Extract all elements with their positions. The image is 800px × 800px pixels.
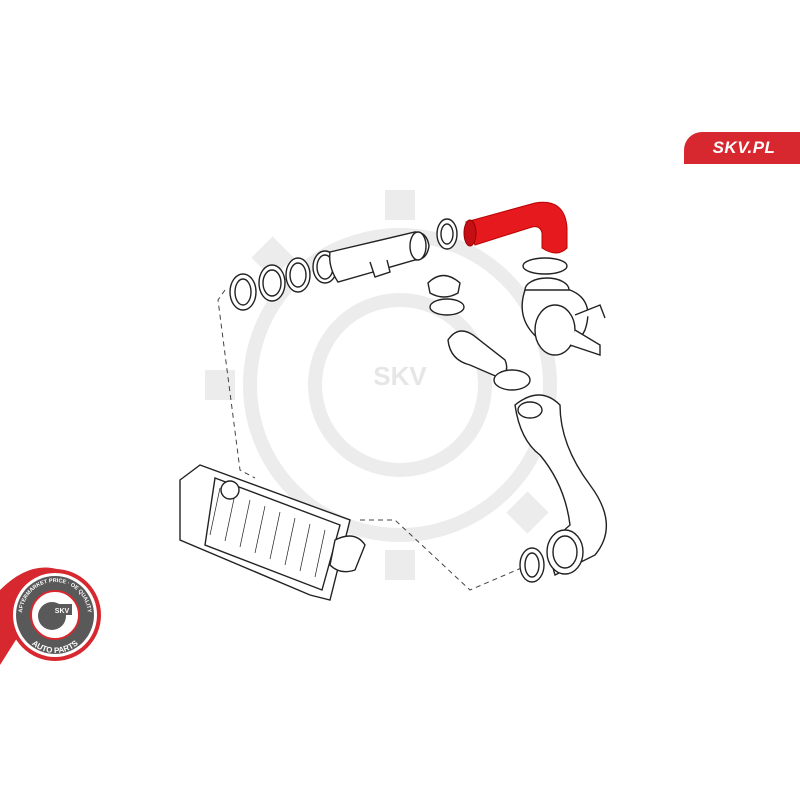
brand-logo: SKV.PL xyxy=(684,132,800,164)
highlighted-hose xyxy=(463,201,568,254)
skv-auto-parts-badge: SKV AFTERMARKET PRICE · OE QUALITY AUTO … xyxy=(0,567,101,665)
turbocharger xyxy=(521,257,606,356)
guide-lines xyxy=(217,289,541,591)
lower-charge-hose xyxy=(514,394,607,583)
upper-charge-pipe xyxy=(229,218,458,311)
connector-parts xyxy=(427,274,531,391)
badge-center-text: SKV xyxy=(55,608,70,615)
watermark-text: SKV xyxy=(373,361,427,391)
intercooler xyxy=(179,464,366,601)
